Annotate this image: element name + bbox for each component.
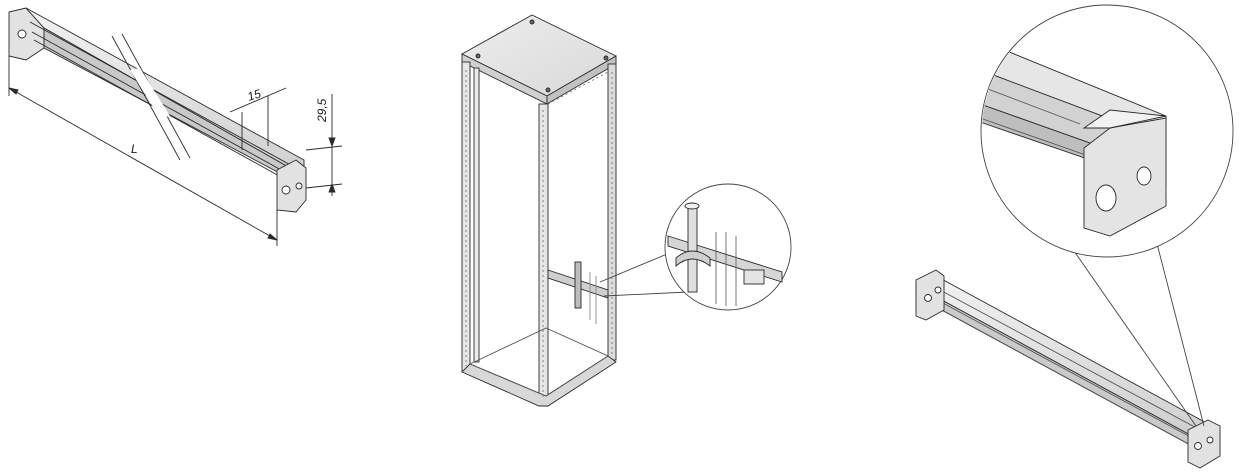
top-bolt-4 (545, 87, 551, 93)
cabinet-frame-drawing (461, 14, 792, 407)
zoom-groove-1 (982, 85, 1081, 125)
rail-dimension-drawing (8, 7, 343, 246)
dimension-height-label: 29,5 (315, 98, 329, 123)
dim-29-ext-top (305, 145, 343, 151)
detail-bracket (743, 269, 765, 285)
cabinet-bottom-inner (468, 327, 609, 397)
rail-groove-line-1 (29, 21, 297, 169)
cabinet-top-cover (461, 14, 617, 97)
top-bolt-1 (529, 19, 535, 25)
break-gap (130, 68, 170, 118)
zoom-groove-2 (982, 117, 1101, 161)
detail-rod-top (684, 202, 700, 210)
dimension-width-label: 15 (246, 86, 263, 104)
rail-3-right-hole-2 (1206, 436, 1214, 444)
upright-front-right (538, 103, 549, 407)
dim-15-line (229, 87, 287, 113)
rail-3-right-hole-1 (1194, 442, 1202, 450)
rail-top-face (25, 7, 305, 177)
rail-3-side-face (915, 285, 1193, 447)
detail-leader-2 (603, 291, 689, 297)
rail-right-hole-2 (295, 182, 303, 190)
rail-3-right-end-plate (1187, 419, 1221, 469)
dim-l-arrow-2 (267, 233, 278, 241)
detail-leader-1 (599, 251, 673, 283)
rail-3-left-hole-2 (934, 286, 942, 294)
dim-29-ext-bottom (305, 183, 343, 189)
zoom-end-plate-top (1082, 109, 1167, 129)
rail-left-hole (17, 29, 27, 39)
zoom-leader-2 (1153, 231, 1205, 427)
dim-29-arrow-1 (328, 137, 336, 148)
top-bolt-3 (475, 53, 481, 59)
dim-29-arrow-2 (328, 182, 336, 193)
rail-3-left-hole-1 (924, 294, 932, 302)
cable-clamp-rod (574, 261, 582, 309)
zoom-hole-1 (1095, 184, 1117, 212)
zoom-hole-2 (1136, 166, 1152, 186)
rail-right-hole-1 (281, 185, 291, 195)
detail-clamp-saddle (675, 250, 711, 267)
rail-detail-drawing (915, 4, 1234, 469)
detail-clamp-rod (687, 205, 698, 293)
top-bolt-2 (603, 55, 609, 61)
upright-rear-left (473, 67, 480, 363)
dim-l-line (8, 87, 278, 241)
dim-l-arrow-1 (8, 87, 19, 95)
rail-3-groove-1 (929, 295, 1197, 441)
rail-3-groove-2 (933, 305, 1197, 449)
perforation-top-side (547, 71, 609, 105)
dimension-length-label: L (131, 142, 138, 156)
rail-3-groove-3 (939, 289, 1205, 433)
break-line-1 (111, 35, 181, 161)
rail-side-face (43, 27, 305, 187)
